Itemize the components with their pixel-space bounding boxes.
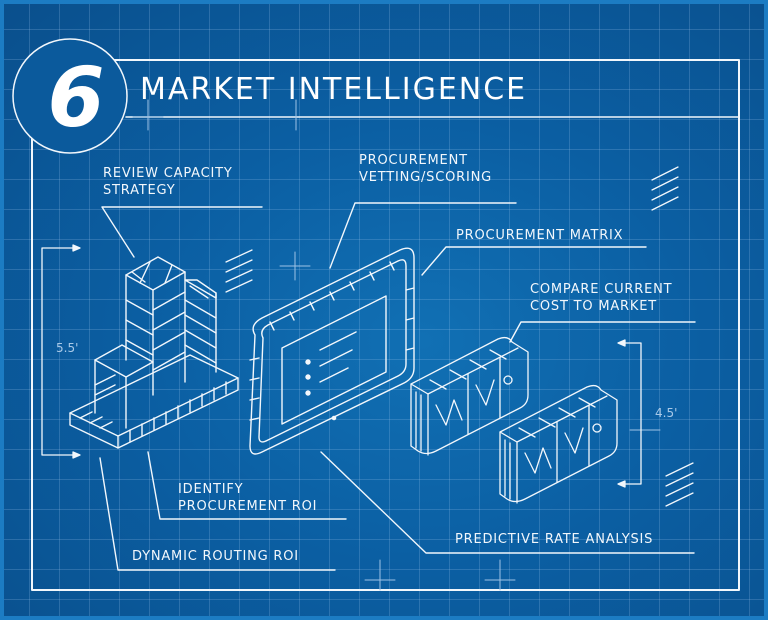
- label-line: PROCUREMENT ROI: [178, 499, 318, 514]
- dimension-left-label: 5.5': [56, 341, 79, 355]
- label-line: REVIEW CAPACITY: [103, 166, 233, 181]
- building-illustration: [69, 256, 239, 449]
- label-line: PROCUREMENT: [359, 153, 468, 168]
- label-dynamic-routing: DYNAMIC ROUTING ROI: [132, 549, 299, 564]
- page-title: MARKET INTELLIGENCE: [140, 72, 528, 107]
- dimension-right-label: 4.5': [655, 406, 678, 420]
- server-block-2: [499, 384, 618, 504]
- dimension-right: [617, 339, 642, 488]
- tablet-illustration: [249, 247, 415, 455]
- crosshair-marks: [132, 99, 661, 591]
- inner-frame: [31, 59, 740, 591]
- label-procurement-matrix: PROCUREMENT MATRIX: [456, 228, 624, 243]
- dimension-left: [41, 244, 81, 459]
- step-number-circle: [12, 38, 128, 154]
- label-identify-roi: IDENTIFY PROCUREMENT ROI: [178, 481, 317, 515]
- leader-lines: [99, 202, 696, 571]
- label-line: VETTING/SCORING: [359, 170, 492, 185]
- server-block-1: [410, 336, 529, 456]
- label-line: IDENTIFY: [178, 482, 244, 497]
- label-compare-cost: COMPARE CURRENT COST TO MARKET: [530, 281, 672, 315]
- label-predictive-rate: PREDICTIVE RATE ANALYSIS: [455, 532, 654, 547]
- step-number: 6: [47, 51, 105, 146]
- label-line: COMPARE CURRENT: [530, 282, 673, 297]
- label-line: STRATEGY: [103, 183, 176, 198]
- label-procurement-vetting: PROCUREMENT VETTING/SCORING: [359, 152, 492, 186]
- hatch-marks: [225, 166, 694, 507]
- label-line: COST TO MARKET: [530, 299, 657, 314]
- label-review-capacity: REVIEW CAPACITY STRATEGY: [103, 165, 233, 199]
